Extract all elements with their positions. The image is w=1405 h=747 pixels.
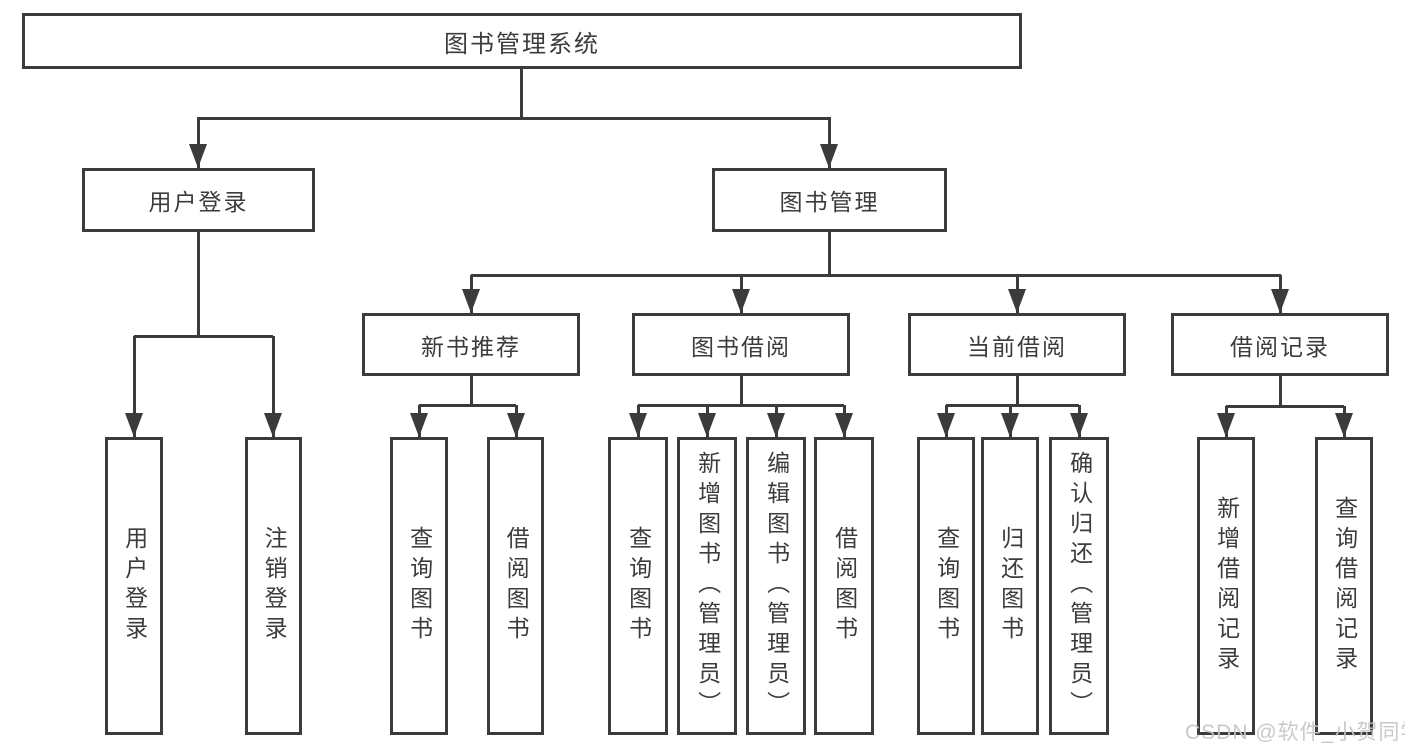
node-root-label: 图书管理系统 (444, 30, 600, 58)
arrow-down-icon (1335, 413, 1353, 437)
arrow-down-icon (820, 144, 838, 168)
leaf-logout-label: 注销登录 (261, 526, 288, 646)
arrow-down-icon (937, 413, 955, 437)
edge-stem-book-mgmt (828, 118, 831, 168)
edge-borrow-records-rail (1226, 405, 1344, 408)
leaf-nb-borrow-book: 借阅图书 (487, 437, 544, 735)
node-borrow-records-label: 借阅记录 (1230, 333, 1330, 360)
leaf-bb-query-book-label: 查询图书 (625, 526, 652, 646)
edge-user-login-trunk (197, 232, 200, 336)
arrow-down-icon (125, 413, 143, 437)
edge-root-trunk (520, 69, 523, 118)
arrow-down-icon (462, 289, 480, 313)
arrow-down-icon (189, 144, 207, 168)
arrow-down-icon (264, 413, 282, 437)
leaf-cb-return-book: 归还图书 (981, 437, 1039, 735)
csdn-watermark: CSDN @软件_小贺同学 (1185, 721, 1405, 744)
edge-book-borrow-trunk (740, 376, 743, 405)
node-current-borrow-label: 当前借阅 (967, 333, 1067, 360)
edge-current-borrow-trunk (1016, 376, 1019, 405)
leaf-nb-query-book: 查询图书 (390, 437, 448, 735)
node-book-borrow: 图书借阅 (632, 313, 850, 376)
arrow-down-icon (410, 413, 428, 437)
leaf-bb-query-book: 查询图书 (608, 437, 668, 735)
node-user-login-label: 用户登录 (148, 189, 249, 215)
leaf-nb-query-book-label: 查询图书 (406, 526, 433, 646)
node-current-borrow: 当前借阅 (908, 313, 1126, 376)
arrow-down-icon (698, 413, 716, 437)
leaf-cb-query-book: 查询图书 (917, 437, 975, 735)
arrow-down-icon (767, 413, 785, 437)
node-book-borrow-label: 图书借阅 (691, 333, 791, 360)
arrow-down-icon (507, 413, 525, 437)
leaf-bb-borrow-book-label: 借阅图书 (831, 526, 858, 646)
arrow-down-icon (629, 413, 647, 437)
arrow-down-icon (1070, 413, 1088, 437)
leaf-user-login: 用户登录 (105, 437, 163, 735)
leaf-br-add-record: 新增借阅记录 (1197, 437, 1255, 735)
arrow-down-icon (732, 289, 750, 313)
edge-stem-user-login (197, 118, 200, 168)
leaf-br-add-record-label: 新增借阅记录 (1213, 496, 1240, 676)
edge-book-borrow-rail (638, 404, 844, 407)
edge-level2-rail (471, 274, 1281, 277)
arrow-down-icon (1008, 289, 1026, 313)
edge-new-book-rec-rail (419, 404, 516, 407)
arrow-down-icon (1271, 289, 1289, 313)
leaf-cb-confirm-return-label: 确认归还（管理员） (1066, 451, 1093, 721)
node-borrow-records: 借阅记录 (1171, 313, 1389, 376)
leaf-bb-add-book-label: 新增图书（管理员） (694, 451, 721, 721)
node-book-mgmt-label: 图书管理 (779, 189, 880, 215)
edge-book-mgmt-trunk (828, 232, 831, 275)
arrow-down-icon (1217, 413, 1235, 437)
node-book-mgmt: 图书管理 (712, 168, 947, 232)
leaf-bb-add-book: 新增图书（管理员） (677, 437, 737, 735)
leaf-cb-confirm-return: 确认归还（管理员） (1049, 437, 1109, 735)
node-root: 图书管理系统 (22, 13, 1022, 69)
leaf-bb-edit-book-label: 编辑图书（管理员） (763, 451, 790, 721)
leaf-br-query-record-label: 查询借阅记录 (1331, 496, 1358, 676)
edge-user-login-rail (134, 335, 273, 338)
leaf-cb-query-book-label: 查询图书 (933, 526, 960, 646)
edge-stem-ul-user-login (133, 336, 136, 437)
edge-current-borrow-rail (946, 404, 1079, 407)
leaf-bb-edit-book: 编辑图书（管理员） (746, 437, 806, 735)
arrow-down-icon (1001, 413, 1019, 437)
node-new-book-rec-label: 新书推荐 (421, 333, 521, 360)
leaf-br-query-record: 查询借阅记录 (1315, 437, 1373, 735)
leaf-cb-return-book-label: 归还图书 (997, 526, 1024, 646)
node-user-login: 用户登录 (82, 168, 315, 232)
arrow-down-icon (835, 413, 853, 437)
leaf-logout: 注销登录 (245, 437, 302, 735)
leaf-bb-borrow-book: 借阅图书 (814, 437, 874, 735)
edge-level1-rail (197, 117, 831, 120)
edge-new-book-rec-trunk (470, 376, 473, 405)
edge-borrow-records-trunk (1279, 376, 1282, 406)
leaf-nb-borrow-book-label: 借阅图书 (503, 526, 530, 646)
node-new-book-rec: 新书推荐 (362, 313, 580, 376)
edge-stem-ul-logout (272, 336, 275, 437)
leaf-user-login-label: 用户登录 (121, 526, 148, 646)
